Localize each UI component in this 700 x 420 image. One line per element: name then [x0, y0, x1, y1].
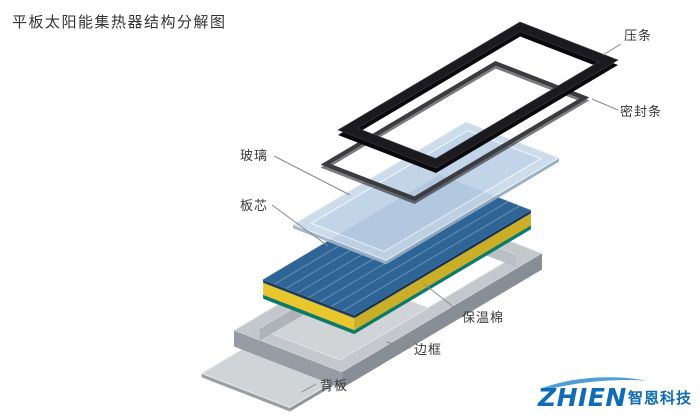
label-glass: 玻璃: [240, 149, 268, 164]
label-frame: 边框: [414, 343, 442, 358]
insulation-edge-left: [263, 282, 355, 331]
absorber-edge-left: [263, 279, 355, 319]
logo-swoosh-icon: [540, 377, 648, 391]
leader-seal-strip: [591, 98, 619, 111]
label-back-sheet: 背板: [320, 379, 348, 394]
insulation-edge-right-shade: [354, 213, 531, 331]
leader-lines: [271, 43, 622, 393]
label-absorber: 板芯: [240, 199, 268, 214]
leader-frame: [385, 341, 411, 349]
leader-insulation: [423, 283, 461, 313]
press-strip-part: [337, 21, 619, 173]
frame-wall-outer-right: [341, 253, 542, 389]
press-strip-ring: [337, 21, 619, 169]
leader-back-sheet: [301, 383, 317, 393]
seal-strip-part: [320, 61, 590, 204]
insulation-accent-edge-right: [354, 225, 531, 335]
frame-wall-outer-left: [234, 330, 342, 389]
glass-edge-right: [386, 157, 559, 265]
back-sheet-edge-left: [201, 373, 290, 412]
glass-edge-left: [293, 224, 387, 265]
label-insulation: 保温棉: [462, 311, 504, 326]
leader-glass: [273, 155, 351, 196]
label-seal-strip: 密封条: [620, 104, 662, 120]
logo-latin-text: ZHIEN: [537, 383, 627, 412]
absorber-edge-right: [354, 210, 531, 319]
insulation-accent-edge-left: [263, 294, 355, 335]
insulation-edge-right: [354, 213, 531, 331]
brand-logo: ZHIEN 智恩科技: [537, 377, 692, 412]
label-press-strip: 压条: [624, 28, 652, 44]
page-title: 平板太阳能集热器结构分解图: [12, 13, 227, 31]
leader-absorber: [271, 204, 329, 247]
leader-press-strip: [602, 43, 622, 56]
seal-strip-ring: [320, 61, 590, 201]
logo-cn-text: 智恩科技: [628, 389, 692, 407]
part-labels: 压条 密封条 玻璃 板芯 保温棉 边框 背板: [240, 28, 662, 394]
